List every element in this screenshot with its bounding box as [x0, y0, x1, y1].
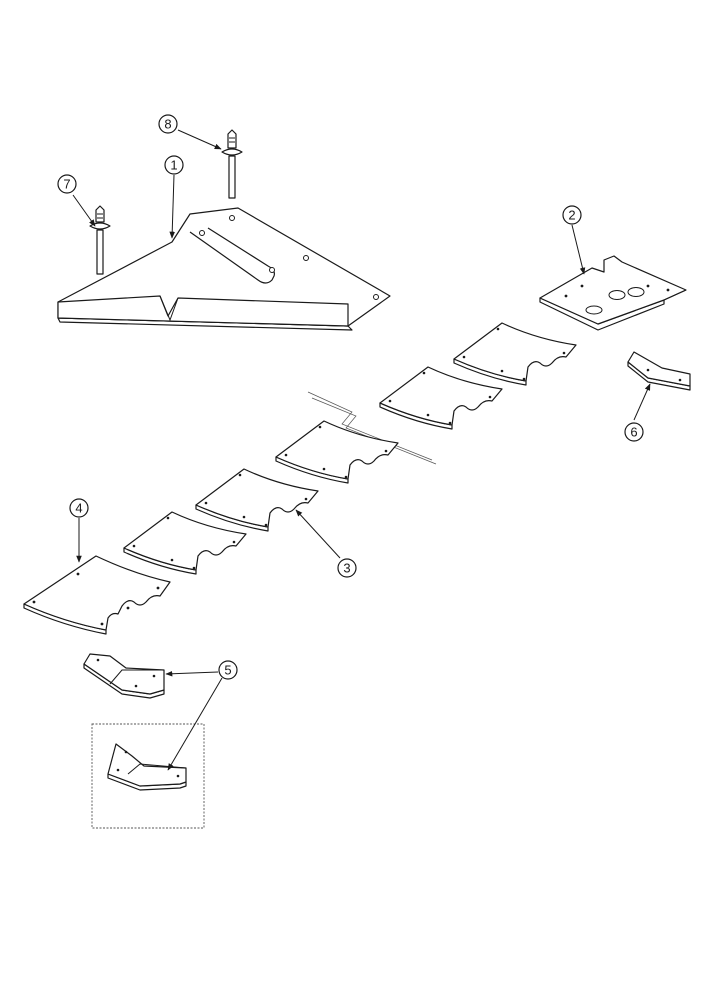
- part-4-wear-shoe: [23, 555, 171, 635]
- callout-2-label: 2: [568, 208, 575, 223]
- callout-2: 2: [562, 205, 582, 225]
- callout-6-label: 6: [630, 425, 637, 440]
- part-3-wear-shoe: [379, 366, 503, 430]
- callout-1-label: 1: [170, 158, 177, 173]
- callout-5: 5: [218, 660, 238, 680]
- part-6-bracket: [627, 351, 691, 391]
- callout-1: 1: [164, 155, 184, 175]
- callout-8-label: 8: [164, 117, 171, 132]
- part-2-plate: [539, 255, 687, 331]
- callout-6: 6: [624, 422, 644, 442]
- callout-4: 4: [69, 498, 89, 518]
- part-3-wear-shoe: [123, 511, 247, 575]
- callout-8: 8: [158, 114, 178, 134]
- callout-3-label: 3: [343, 561, 350, 576]
- callout-7: 7: [57, 174, 77, 194]
- leader-lines: [72, 129, 651, 771]
- part-3-wear-shoe: [453, 322, 577, 386]
- callout-4-label: 4: [75, 501, 82, 516]
- part-8-rivet: [221, 129, 243, 199]
- part-3-wear-shoe: [195, 468, 319, 532]
- part-7-rivet: [89, 205, 111, 275]
- part-1-skid-plate: [57, 207, 391, 331]
- callout-7-label: 7: [63, 177, 70, 192]
- callout-3: 3: [337, 558, 357, 578]
- inset-detail-box: [91, 723, 205, 829]
- part-5-bracket: [83, 653, 165, 699]
- callout-5-label: 5: [224, 663, 231, 678]
- part-3-wear-shoe: [275, 420, 399, 484]
